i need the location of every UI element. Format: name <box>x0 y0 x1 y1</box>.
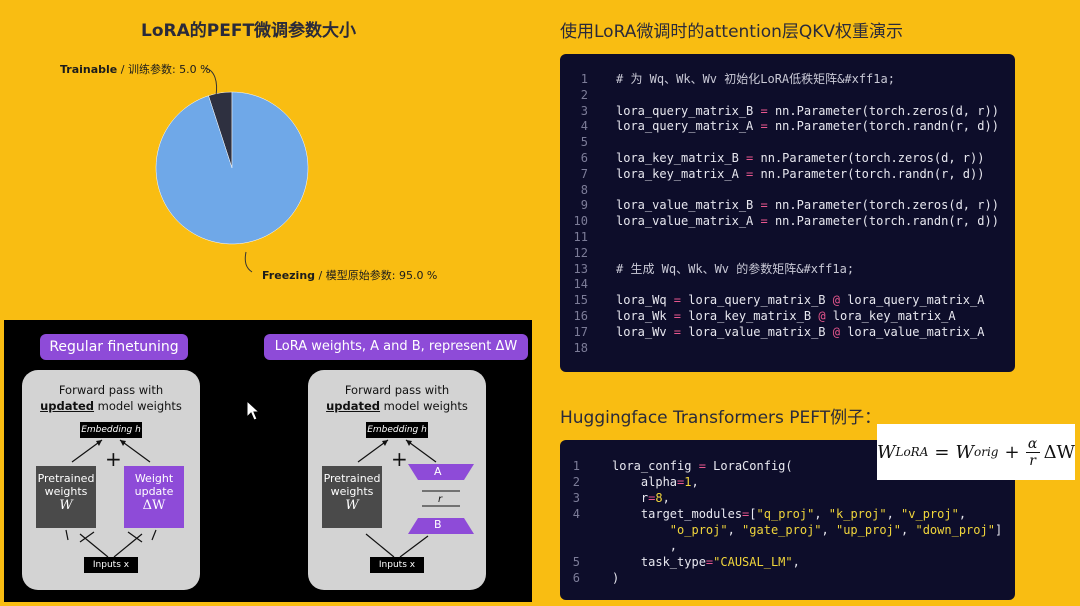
code-line: 1# 为 Wq、Wk、Wv 初始化LoRA低秩矩阵&#xff1a; <box>580 72 895 86</box>
code-line: 12 <box>573 245 588 260</box>
code-line: 5 <box>580 135 588 150</box>
plus-right: + <box>391 447 408 471</box>
pie-chart <box>155 91 309 245</box>
freezing-label: Freezing / 模型原始参数: 95.0 % <box>262 269 438 282</box>
arrows-left <box>65 439 157 558</box>
code1-title: 使用LoRA微调时的attention层QKV权重演示 <box>560 22 904 42</box>
plus-left: + <box>105 447 122 471</box>
lora-diagram-panel: Regular finetuning LoRA weights, A and B… <box>4 320 532 602</box>
code-line: 3 r=8, <box>572 491 670 505</box>
code-line: 11 <box>573 230 588 244</box>
code-line: 5 task_type="CAUSAL_LM", <box>572 555 800 569</box>
code-line: 2 alpha=1, <box>572 475 699 489</box>
code-line: 8 <box>580 182 588 197</box>
code-line: 18 <box>573 340 588 355</box>
code-line: 6) <box>572 571 620 585</box>
code-line: "o_proj", "gate_proj", "up_proj", "down_… <box>669 523 1003 537</box>
mouse-cursor-icon <box>246 400 261 421</box>
forward-text-left: Forward pass with updated model weights <box>40 383 182 413</box>
embedding-label-left: Embedding h <box>80 422 142 438</box>
pretrained-weights-left: Pretrained weights W <box>36 466 96 528</box>
right-card: Forward pass with updated model weights … <box>308 370 486 590</box>
code-line: , <box>612 539 678 553</box>
lora-ab-matrices <box>408 464 474 534</box>
arrows-right <box>357 439 437 558</box>
code-line: 13# 生成 Wq、Wk、Wv 的参数矩阵&#xff1a; <box>573 261 855 276</box>
weight-update-box: Weight update ΔW <box>124 466 184 528</box>
code-line: 2 <box>580 87 588 102</box>
inputs-label-right: Inputs x <box>370 557 424 573</box>
pretrained-weights-right: Pretrained weights W <box>322 466 382 528</box>
left-card: Forward pass with updated model weights … <box>22 370 200 590</box>
lora-weights-pill: LoRA weights, A and B, represent ΔW <box>264 334 528 360</box>
matrix-a: A <box>434 465 442 478</box>
code-line: 14 <box>573 277 588 292</box>
embedding-label-right: Embedding h <box>366 422 428 438</box>
forward-text-right: Forward pass with updated model weights <box>326 383 468 413</box>
code2-title: Huggingface Transformers PEFT例子： <box>560 408 882 428</box>
pie-slice-freezing <box>155 91 309 245</box>
trainable-label: Trainable / 训练参数: 5.0 % <box>60 63 211 76</box>
rank-r: r <box>438 494 443 505</box>
inputs-label-left: Inputs x <box>84 557 138 573</box>
code-line: 4 target_modules=["q_proj", "k_proj", "v… <box>572 507 967 521</box>
matrix-b: B <box>434 518 442 531</box>
pie-title: LoRA的PEFT微调参数大小 <box>141 21 357 41</box>
regular-finetuning-pill: Regular finetuning <box>40 334 188 360</box>
